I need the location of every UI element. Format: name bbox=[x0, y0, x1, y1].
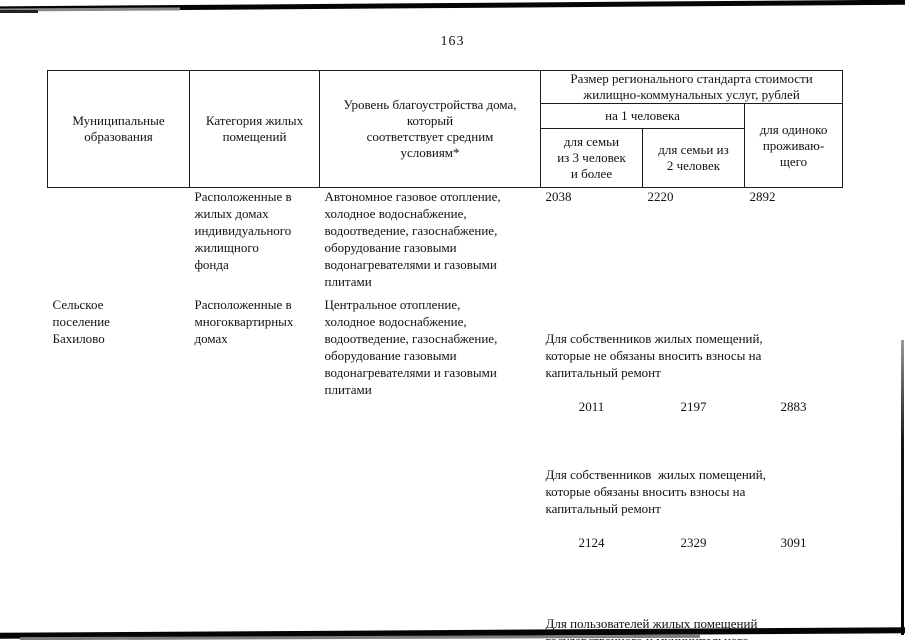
block-text: Для собственников жилых помещений, котор… bbox=[545, 331, 763, 380]
standards-table: Муниципальные образования Категория жилы… bbox=[47, 70, 844, 640]
table-header: Муниципальные образования Категория жилы… bbox=[47, 70, 844, 188]
block-text: Для собственников жилых помещений, котор… bbox=[545, 467, 766, 516]
scan-artifact-top-dash bbox=[0, 10, 38, 13]
value-family3: 2011 bbox=[578, 399, 605, 414]
value-family2: 2329 bbox=[680, 535, 707, 550]
cell-municipality-row2: Сельское поселение Бахилово bbox=[52, 297, 110, 346]
scan-artifact-right-edge bbox=[901, 340, 904, 635]
value-family3: 2124 bbox=[578, 535, 605, 550]
value-family3-row1: 2038 bbox=[545, 189, 572, 204]
header-cell-per-person: на 1 человека bbox=[540, 103, 745, 129]
value-family2: 2197 bbox=[680, 399, 707, 414]
table-row: Расположенные в жилых домах индивидуальн… bbox=[48, 188, 843, 297]
block-text: Для пользователей жилых помещений госуда… bbox=[545, 616, 758, 640]
value-family2-row1: 2220 bbox=[647, 189, 674, 204]
value-block-owners-capital-repair: Для собственников жилых помещений, котор… bbox=[546, 449, 841, 568]
block-values: 2011 2197 2883 bbox=[541, 398, 841, 415]
header-cell-single: для одиноко проживаю- щего bbox=[743, 103, 844, 188]
cell-level-row1: Автономное газовое отопление, холодное в… bbox=[324, 189, 501, 289]
table-row: Сельское поселение Бахилово Расположенны… bbox=[48, 296, 843, 640]
header-cell-municipalities: Муниципальные образования bbox=[47, 70, 190, 188]
block-values: 2124 2329 3091 bbox=[541, 534, 841, 551]
header-cell-category: Категория жилых помещений bbox=[189, 70, 320, 188]
value-single-row1: 2892 bbox=[749, 189, 776, 204]
value-block-owners-no-capital-repair: Для собственников жилых помещений, котор… bbox=[546, 313, 841, 432]
cell-value-blocks: Для собственников жилых помещений, котор… bbox=[541, 296, 843, 640]
header-cell-family2: для семьи из 2 человек bbox=[642, 128, 745, 188]
cell-municipality-row1 bbox=[48, 188, 190, 297]
table-body: Расположенные в жилых домах индивидуальн… bbox=[48, 188, 843, 640]
cell-category-row2: Расположенные в многоквартирных домах bbox=[194, 297, 294, 346]
page-number: 163 bbox=[440, 34, 465, 49]
value-block-tenants: Для пользователей жилых помещений госуда… bbox=[546, 598, 841, 640]
value-single: 3091 bbox=[780, 535, 807, 550]
cell-category-row1: Расположенные в жилых домах индивидуальн… bbox=[194, 189, 292, 272]
header-cell-size-group: Размер регионального стандарта стоимости… bbox=[539, 70, 844, 104]
header-cell-level: Уровень благоустройства дома, который со… bbox=[319, 70, 541, 188]
cell-level-row2: Центральное отопление, холодное водоснаб… bbox=[324, 297, 498, 397]
value-single: 2883 bbox=[780, 399, 807, 414]
header-cell-family3: для семьи из 3 человек и более bbox=[540, 128, 643, 188]
